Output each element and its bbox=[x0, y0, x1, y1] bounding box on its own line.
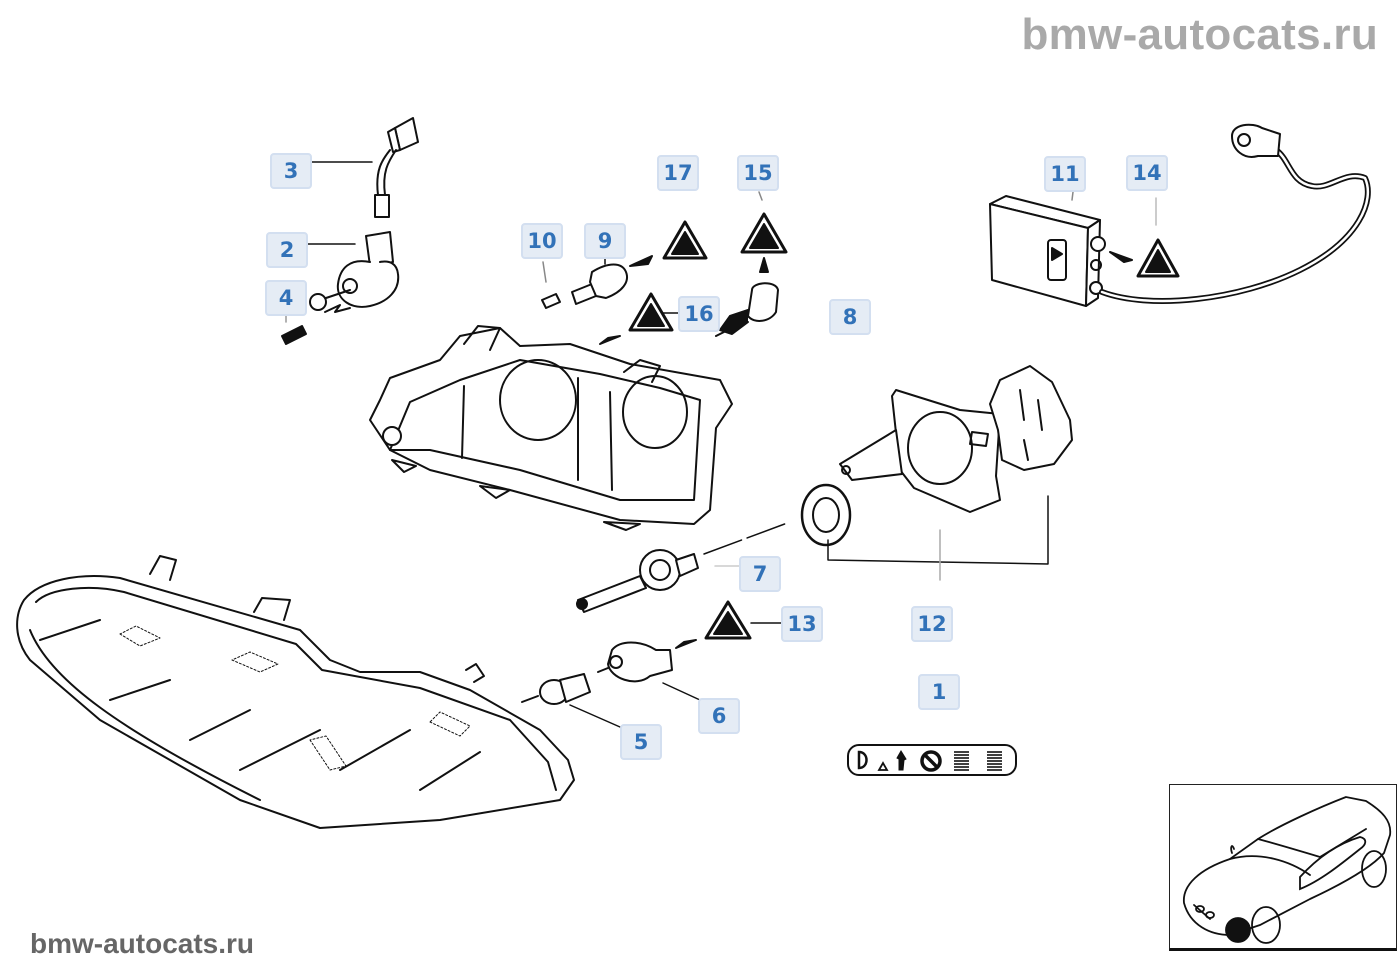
callout-14[interactable]: 14 bbox=[1126, 155, 1168, 191]
car-outline-icon bbox=[1183, 796, 1392, 944]
watermark-bottom: bmw-autocats.ru bbox=[30, 928, 255, 959]
part-2-socket-drawing bbox=[309, 231, 400, 313]
no-entry-icon bbox=[920, 750, 942, 772]
part-9-holder-drawing bbox=[571, 255, 653, 305]
part-10-clip-drawing bbox=[541, 293, 561, 309]
callout-13[interactable]: 13 bbox=[781, 606, 823, 642]
part-4-screw-drawing bbox=[281, 325, 307, 345]
callout-1[interactable]: 1 bbox=[918, 674, 960, 710]
elbow-holder-drawing bbox=[715, 282, 779, 337]
warning-triangle-icon-13 bbox=[675, 600, 752, 649]
callout-10[interactable]: 10 bbox=[521, 223, 563, 259]
warning-triangle-icon-17 bbox=[662, 220, 708, 260]
bracket-group-line bbox=[827, 495, 1049, 581]
bracket-assembly-drawing bbox=[839, 365, 1073, 513]
igniter-cable-drawing bbox=[1099, 123, 1371, 304]
triangle-icon bbox=[877, 761, 889, 771]
lines-icon bbox=[987, 751, 1002, 771]
callout-12[interactable]: 12 bbox=[911, 606, 953, 642]
callout-17[interactable]: 17 bbox=[657, 155, 699, 191]
callout-9[interactable]: 9 bbox=[584, 223, 626, 259]
symbol-strip-label bbox=[847, 744, 1017, 776]
person-icon bbox=[896, 750, 907, 771]
part-3-connector-drawing bbox=[374, 117, 419, 218]
callout-5[interactable]: 5 bbox=[620, 724, 662, 760]
washer-drawing bbox=[800, 483, 852, 547]
part-11-control-unit-drawing bbox=[989, 195, 1106, 307]
headlight-lens-drawing bbox=[16, 555, 575, 829]
part-7-xenon-bulb-drawing bbox=[576, 521, 791, 613]
callout-3[interactable]: 3 bbox=[270, 153, 312, 189]
headlight-icon bbox=[857, 750, 868, 770]
headlight-location-marker bbox=[1225, 917, 1251, 943]
part-6-socket-drawing bbox=[597, 641, 673, 683]
callout-2[interactable]: 2 bbox=[266, 232, 308, 268]
callout-6[interactable]: 6 bbox=[698, 698, 740, 734]
callout-7[interactable]: 7 bbox=[739, 556, 781, 592]
callout-11[interactable]: 11 bbox=[1044, 156, 1086, 192]
callout-16[interactable]: 16 bbox=[678, 296, 720, 332]
callout-15[interactable]: 15 bbox=[737, 155, 779, 191]
part-5-bulb-drawing bbox=[521, 673, 591, 705]
callout-8[interactable]: 8 bbox=[829, 299, 871, 335]
warning-triangle-icon-16 bbox=[599, 292, 674, 345]
callout-4[interactable]: 4 bbox=[265, 280, 307, 316]
lines-icon bbox=[954, 751, 969, 771]
warning-triangle-icon-15 bbox=[740, 212, 788, 273]
warning-triangle-icon-14 bbox=[1109, 238, 1180, 278]
watermark-top: bmw-autocats.ru bbox=[1021, 10, 1378, 59]
car-locator-inset[interactable] bbox=[1169, 784, 1397, 951]
reflector-housing-drawing bbox=[369, 325, 733, 531]
leader-lines bbox=[285, 161, 1157, 728]
